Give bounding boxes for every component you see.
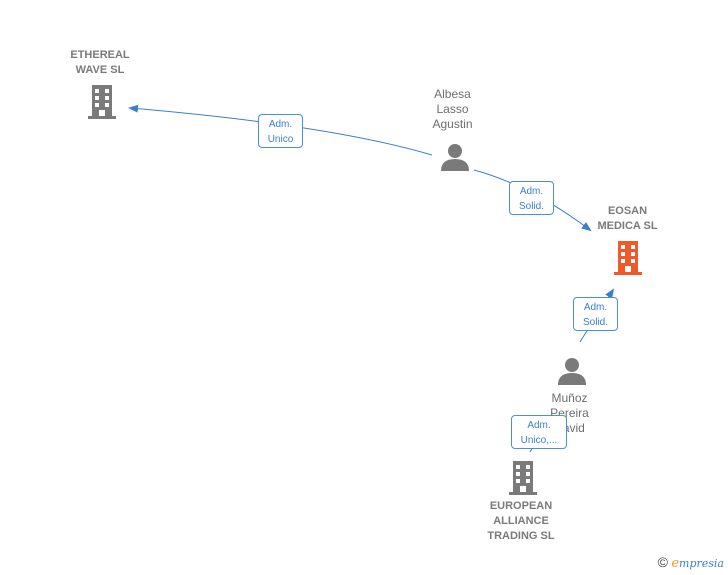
edge-label-adm-unico[interactable]: Adm. Unico	[258, 114, 303, 148]
brand-name: mpresia	[679, 557, 724, 570]
company-label-eosan-medica[interactable]: EOSAN MEDICA SL	[597, 205, 658, 232]
edge-label-adm-solid[interactable]: Adm. Solid.	[509, 181, 554, 215]
edge-label-adm-unico-more[interactable]: Adm. Unico,...	[511, 415, 567, 449]
copyright-symbol: ©	[657, 554, 668, 570]
empresia-logo[interactable]: © empresia	[658, 554, 724, 571]
edge-label-adm-solid[interactable]: Adm. Solid.	[573, 297, 618, 331]
person-label-albesa[interactable]: Albesa Lasso Agustin	[432, 87, 473, 131]
person-icon[interactable]	[557, 356, 587, 386]
company-label-ethereal-wave[interactable]: ETHEREAL WAVE SL	[70, 49, 130, 76]
building-icon[interactable]	[86, 83, 118, 119]
person-icon[interactable]	[440, 142, 470, 172]
building-icon[interactable]	[507, 459, 539, 495]
edge-albesa-ethereal	[128, 104, 433, 156]
building-icon[interactable]	[612, 239, 644, 275]
brand-initial: e	[671, 556, 680, 571]
company-label-european-alliance[interactable]: EUROPEAN ALLIANCE TRADING SL	[487, 500, 555, 542]
